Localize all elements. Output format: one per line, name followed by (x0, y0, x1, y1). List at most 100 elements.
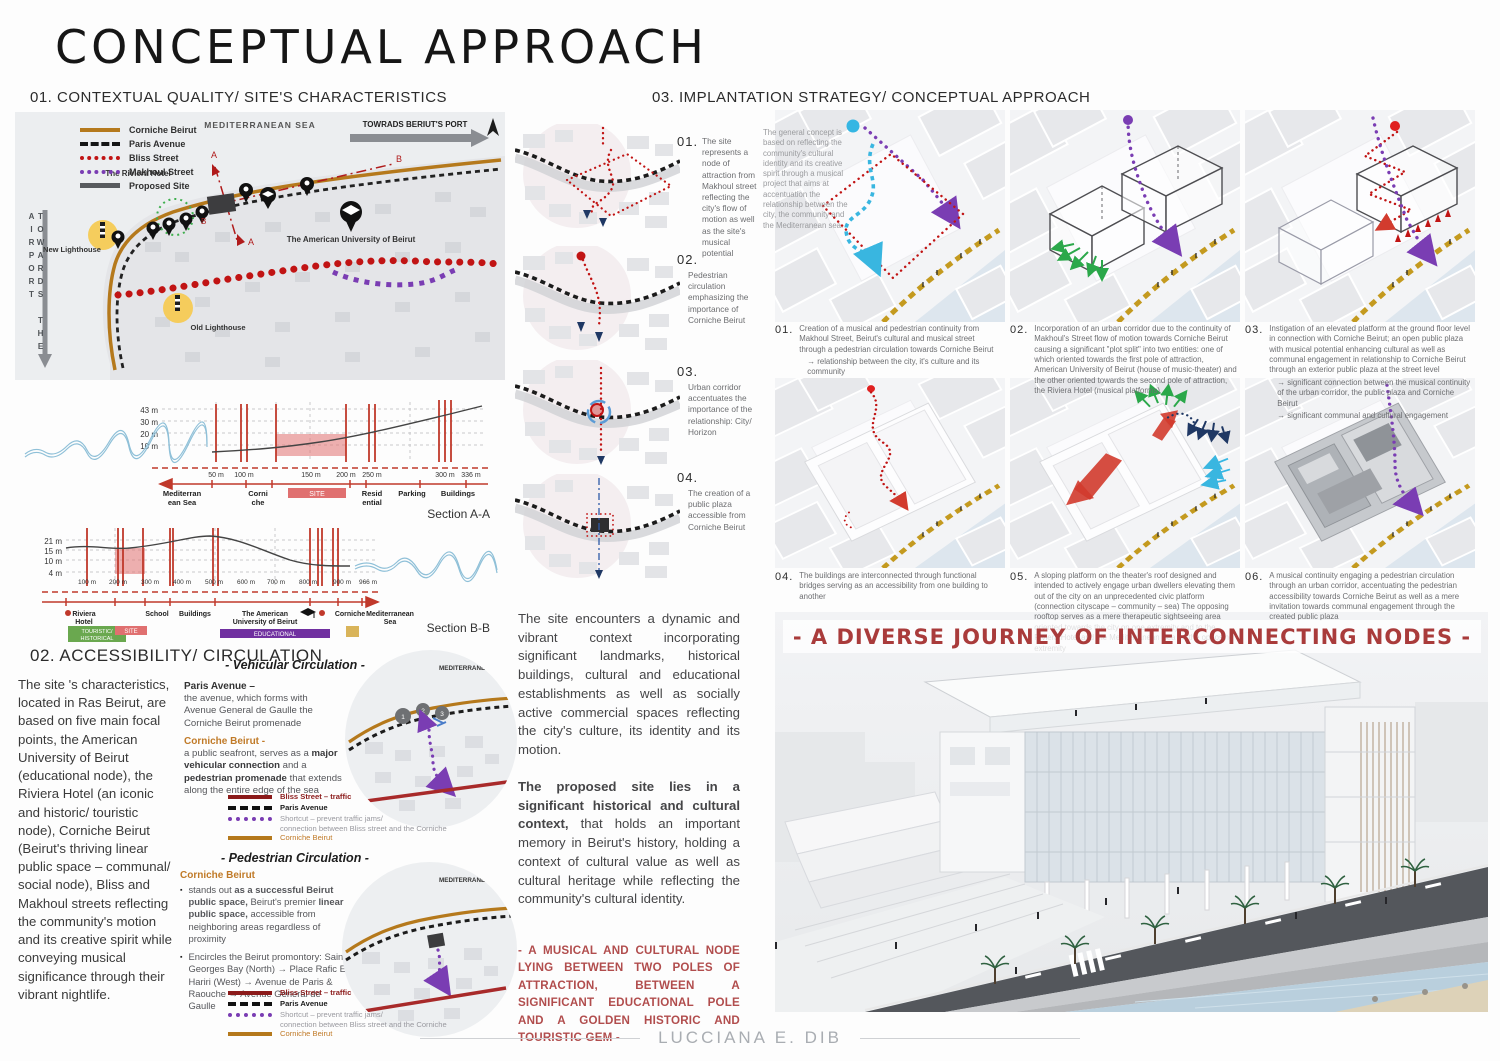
bliss-swatch (228, 990, 272, 995)
corniche-block: Corniche Beirut - a public seafront, ser… (184, 735, 342, 798)
new-lighthouse-label: New Lighthouse (43, 245, 101, 254)
paris-avenue-title: Paris Avenue – (184, 681, 255, 692)
site-line-swatch (80, 183, 120, 188)
legend-label: Corniche Beirut (280, 833, 333, 842)
zone-label: Corni (248, 489, 268, 498)
caption-number: 06. (1245, 571, 1264, 583)
mark-b-bottom: B (201, 217, 206, 226)
author-footer: LUCCIANA E. DIB (420, 1028, 1080, 1048)
site-badge (288, 488, 346, 498)
shortcut-swatch (228, 816, 272, 821)
sea-label: MEDITERRANEAN SEA (439, 665, 509, 672)
strategy-diagram-2 (1010, 110, 1240, 322)
legend-label: Shortcut – prevent traffic jams/ (280, 1010, 383, 1019)
legend-label: Paris Avenue (280, 999, 328, 1008)
seg-bold: linear public space, (188, 896, 344, 920)
legend-label: Bliss Street – traffic (280, 988, 352, 997)
caption-body: Creation of a musical and pedestrian con… (799, 324, 994, 354)
legend-label: Proposed Site (129, 180, 190, 191)
zone-label: Sea (384, 619, 397, 626)
educational-badge-label: EDUCATIONAL (254, 632, 297, 638)
airport-arrow-icon (38, 210, 52, 368)
dist-label: 250 m (362, 472, 382, 479)
dist-label: 300 m (141, 579, 159, 586)
site-band (276, 434, 346, 456)
bliss-swatch (228, 794, 272, 799)
mid-item-number: 03. (677, 364, 699, 379)
vehicular-heading: - Vehicular Circulation - (225, 658, 365, 672)
pedestrian-route (423, 948, 452, 997)
accessibility-paragraph: The site 's characteristics, located in … (18, 677, 172, 1002)
caption-01: 01. Creation of a musical and pedestrian… (775, 324, 1003, 378)
section-aa-diagram: 43 m 30 m 20 m 10 m 50 m 100 m 150 m 200… (24, 400, 490, 521)
dist-label: 336 m (461, 472, 481, 479)
port-label: TOWRADS BERIUT'S PORT (363, 120, 468, 129)
pedestrian-title: Corniche Beirut (180, 870, 256, 881)
site-badge (115, 626, 147, 635)
page-title: CONCEPTUAL APPROACH (55, 20, 708, 74)
caption-number: 05. (1010, 571, 1029, 583)
legend-label: Corniche Beirut (129, 124, 197, 135)
height-label: 43 m (140, 406, 158, 415)
corniche-swatch (228, 1031, 272, 1036)
road-markings (1024, 882, 1442, 979)
paris-swatch (228, 805, 272, 810)
section-aa-caption: Section A-A (427, 507, 490, 521)
site-badge-label: SITE (309, 491, 325, 498)
section-bb-caption: Section B-B (427, 621, 490, 635)
corniche-line-swatch (80, 127, 120, 132)
context-paragraph-1: The site encounters a dynamic and vibran… (518, 611, 740, 758)
corniche-body-seg: a public seafront, serves as a (184, 748, 312, 759)
site-badge-label: SITE (124, 629, 137, 635)
corniche-title: Corniche Beirut - (184, 736, 266, 747)
seg: Beirut's premier (247, 896, 319, 908)
zone-label: Mediterran (163, 489, 202, 498)
bullet-icon: ▪ (180, 887, 183, 894)
height-label: 20 m (140, 430, 158, 439)
mid-item-number: 02. (677, 252, 699, 267)
caption-arrow-line: → significant communal and cultural enga… (1277, 410, 1449, 420)
context-paragraphs: The site encounters a dynamic and vibran… (518, 610, 740, 909)
zone-label: Parking (398, 489, 426, 498)
dist-label: 200 m (336, 472, 356, 479)
dist-label: 200 m (109, 579, 127, 586)
caption-03: 03. Instigation of an elevated platform … (1245, 324, 1473, 421)
zone-label: University of Beirut (233, 619, 298, 626)
musical-node-statement: - A MUSICAL AND CULTURAL NODE LYING BETW… (518, 944, 740, 1044)
dist-label: 800 m (299, 579, 317, 586)
axis (42, 595, 380, 609)
concept-map-3 (515, 360, 680, 470)
caption-number: 03. (1245, 324, 1264, 336)
strategy-diagram-5 (1010, 378, 1240, 568)
node-number: 1 (401, 714, 405, 721)
bliss-street-route (114, 257, 501, 299)
node-number: 3 (440, 711, 444, 718)
mid-item-text: The site represents a node of attraction… (702, 136, 757, 258)
section-line-a (214, 166, 238, 241)
bliss-route (358, 780, 508, 804)
compass-north-icon (487, 118, 499, 136)
seg-bold: as a successful Beirut public space, (188, 884, 334, 908)
caption-text: A musical continuity engaging a pedestri… (1269, 571, 1460, 622)
dist-label: 400 m (173, 579, 191, 586)
new-lighthouse-icon (100, 222, 105, 238)
corniche-body-seg: and a (279, 760, 307, 772)
dist-label: 300 m (435, 472, 455, 479)
dist-label: 500 m (205, 579, 223, 586)
caption-04: 04. The buildings are interconnected thr… (775, 571, 1003, 602)
zone-label: Resid (362, 489, 383, 498)
legend-label: Makhoul Street (129, 166, 194, 177)
zone-label: Corniche (335, 611, 365, 618)
map-legend: Corniche Beirut Paris Avenue Bliss Stree… (80, 124, 197, 194)
terrain-line (211, 405, 483, 453)
height-label: 10 m (44, 557, 62, 566)
caption-text: Incorporation of an urban corridor due t… (1034, 324, 1237, 396)
context-map: A A B B MEDITERRANEAN SEA TOWRADS BERIUT… (15, 112, 505, 380)
riviera-hotel-ring (156, 198, 194, 236)
building-render (775, 612, 1488, 1012)
legend-label: Bliss Street (129, 152, 179, 163)
section-01-heading: 01. CONTEXTUAL QUALITY/ SITE'S CHARACTER… (30, 89, 448, 106)
caption-02: 02. Incorporation of an urban corridor d… (1010, 324, 1238, 397)
legend-label: Bliss Street – traffic (280, 792, 352, 801)
caption-text: Instigation of an elevated platform at t… (1269, 324, 1473, 421)
